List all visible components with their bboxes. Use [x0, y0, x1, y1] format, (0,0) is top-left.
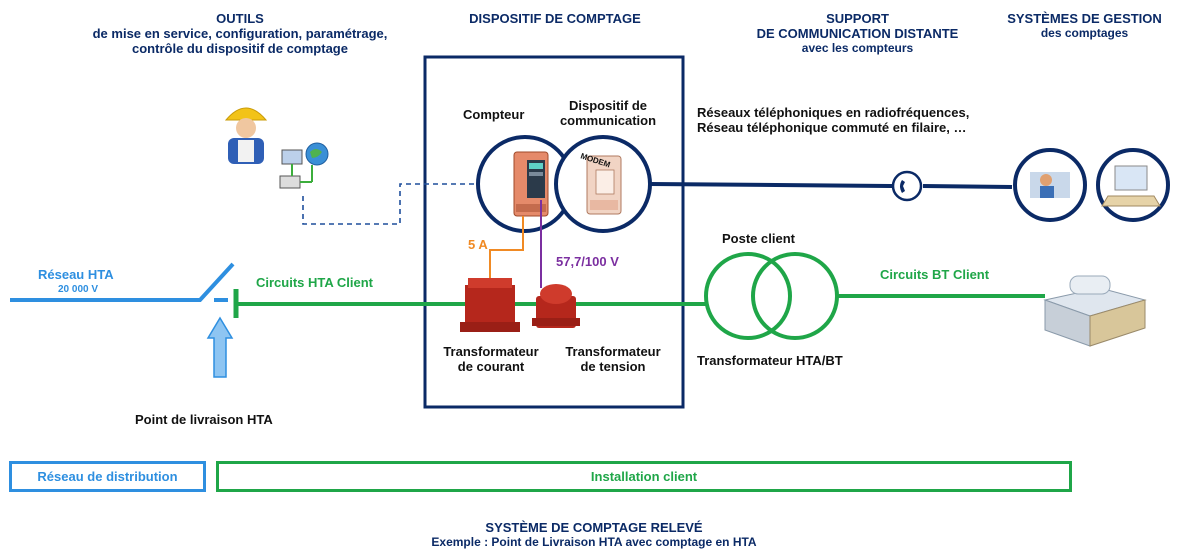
voltage-transformer-icon	[532, 284, 580, 328]
modem-device-icon	[586, 155, 622, 215]
building-icon	[1043, 275, 1147, 347]
reseaux-line-2: Réseau téléphonique commuté en filaire, …	[697, 119, 967, 135]
current-wire	[489, 216, 524, 286]
footer-subtitle: Exemple : Point de Livraison HTA avec co…	[431, 534, 757, 549]
footer-caption: SYSTÈME DE COMPTAGE RELEVÉ Exemple : Poi…	[344, 520, 844, 550]
tt-label: Transformateur de tension	[552, 344, 674, 375]
current-transformer-icon	[460, 278, 520, 332]
transfo-primary-circle	[704, 252, 792, 340]
tc-label: Transformateur de courant	[430, 344, 552, 375]
operator-desk-icon	[1013, 148, 1087, 222]
tc-line-2: de courant	[457, 358, 525, 374]
tt-line-1: Transformateur	[565, 344, 661, 359]
technician-icon	[224, 107, 268, 164]
dispositif-comm-line-1: Dispositif de	[568, 98, 647, 113]
poste-client-label: Poste client	[722, 231, 795, 246]
circuits-hta-client-label: Circuits HTA Client	[256, 275, 374, 290]
hta-network-line	[10, 262, 235, 302]
comm-line-left	[649, 182, 894, 188]
laptop-icon	[1096, 148, 1170, 222]
installation-client-label: Installation client	[590, 469, 698, 484]
counting-device-frame	[423, 55, 685, 409]
meter-device-icon	[513, 151, 549, 217]
installation-client-band: Installation client	[216, 461, 1072, 492]
comm-line-right	[922, 184, 1013, 189]
dashed-config-link	[302, 183, 478, 225]
compteur-label: Compteur	[463, 107, 525, 122]
courant-value: 5 A	[468, 237, 488, 252]
reseau-distribution-label: Réseau de distribution	[37, 469, 178, 484]
reseau-hta-label: Réseau HTA	[38, 267, 114, 282]
tt-line-2: de tension	[580, 358, 646, 374]
dispositif-comm-line-2: communication	[559, 112, 657, 128]
dispositif-title: DISPOSITIF DE COMPTAGE	[469, 11, 641, 26]
support-line-2: DE COMMUNICATION DISTANTE	[756, 25, 959, 41]
systemes-line-2: des comptages	[1040, 25, 1129, 40]
systemes-header: SYSTÈMES DE GESTION des comptages	[992, 11, 1177, 41]
transfo-hta-bt-label: Transformateur HTA/BT	[697, 353, 843, 368]
footer-title: SYSTÈME DE COMPTAGE RELEVÉ	[485, 520, 703, 535]
outils-title: OUTILS	[216, 11, 264, 26]
reseau-distribution-band: Réseau de distribution	[9, 461, 206, 492]
reseau-hta-voltage: 20 000 V	[58, 284, 99, 295]
dispositif-header: DISPOSITIF DE COMPTAGE	[440, 11, 670, 27]
reseaux-line-1: Réseaux téléphoniques en radiofréquences…	[697, 105, 970, 120]
phone-icon	[891, 170, 923, 202]
outils-subtitle-1: de mise en service, configuration, param…	[92, 25, 388, 41]
support-header: SUPPORT DE COMMUNICATION DISTANTE avec l…	[725, 11, 990, 56]
support-line-1: SUPPORT	[826, 11, 889, 26]
point-livraison-label: Point de livraison HTA	[135, 412, 273, 427]
transfo-secondary-circle	[751, 252, 839, 340]
support-line-3: avec les compteurs	[801, 40, 914, 55]
tc-line-1: Transformateur	[443, 344, 539, 359]
delivery-point-arrow	[206, 316, 234, 378]
computer-network-icon	[279, 142, 329, 189]
outils-header: OUTILS de mise en service, configuration…	[70, 11, 410, 57]
dispositif-comm-label: Dispositif de communication	[548, 98, 668, 129]
tension-value: 57,7/100 V	[556, 254, 619, 269]
reseaux-label: Réseaux téléphoniques en radiofréquences…	[697, 105, 970, 136]
outils-subtitle-2: contrôle du dispositif de comptage	[132, 40, 348, 56]
systemes-line-1: SYSTÈMES DE GESTION	[1007, 11, 1162, 26]
circuits-bt-client-label: Circuits BT Client	[880, 267, 990, 282]
